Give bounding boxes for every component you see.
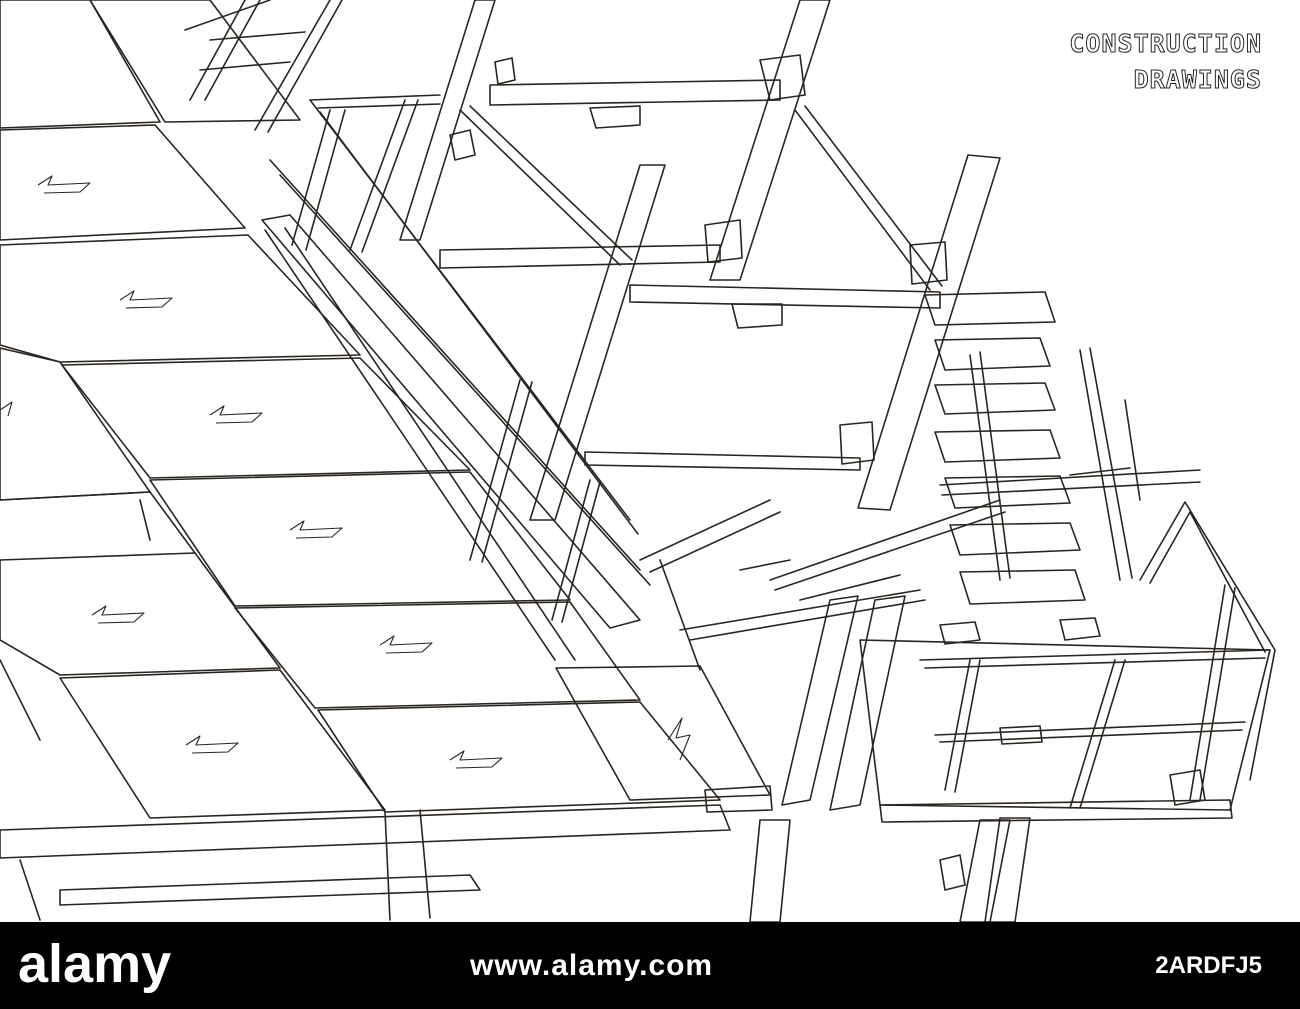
panel-stack bbox=[924, 291, 1141, 605]
steel-frame bbox=[399, 0, 1001, 521]
slab-arrow-marks bbox=[0, 175, 691, 769]
image-id: 2ARDFJ5 bbox=[1155, 952, 1262, 979]
floor-slabs bbox=[0, 0, 771, 921]
drawing-title: CONSTRUCTION DRAWINGS bbox=[1069, 29, 1262, 95]
alamy-logo: alamy bbox=[18, 936, 171, 994]
logo-text: alamy bbox=[18, 936, 171, 994]
blueprint-canvas: CONSTRUCTION DRAWINGS bbox=[0, 0, 1276, 922]
platform-railing bbox=[859, 501, 1276, 823]
stock-url: www.alamy.com bbox=[470, 949, 714, 982]
construction-drawing: CONSTRUCTION DRAWINGS bbox=[0, 0, 1276, 922]
stock-footer: alamy www.alamy.com 2ARDFJ5 bbox=[0, 922, 1300, 1009]
title-line-2: DRAWINGS bbox=[1134, 65, 1262, 94]
secondary-beams bbox=[184, 0, 1201, 641]
ramp-handrails bbox=[261, 94, 651, 661]
support-columns bbox=[639, 499, 1206, 922]
title-line-1: CONSTRUCTION bbox=[1069, 29, 1262, 58]
